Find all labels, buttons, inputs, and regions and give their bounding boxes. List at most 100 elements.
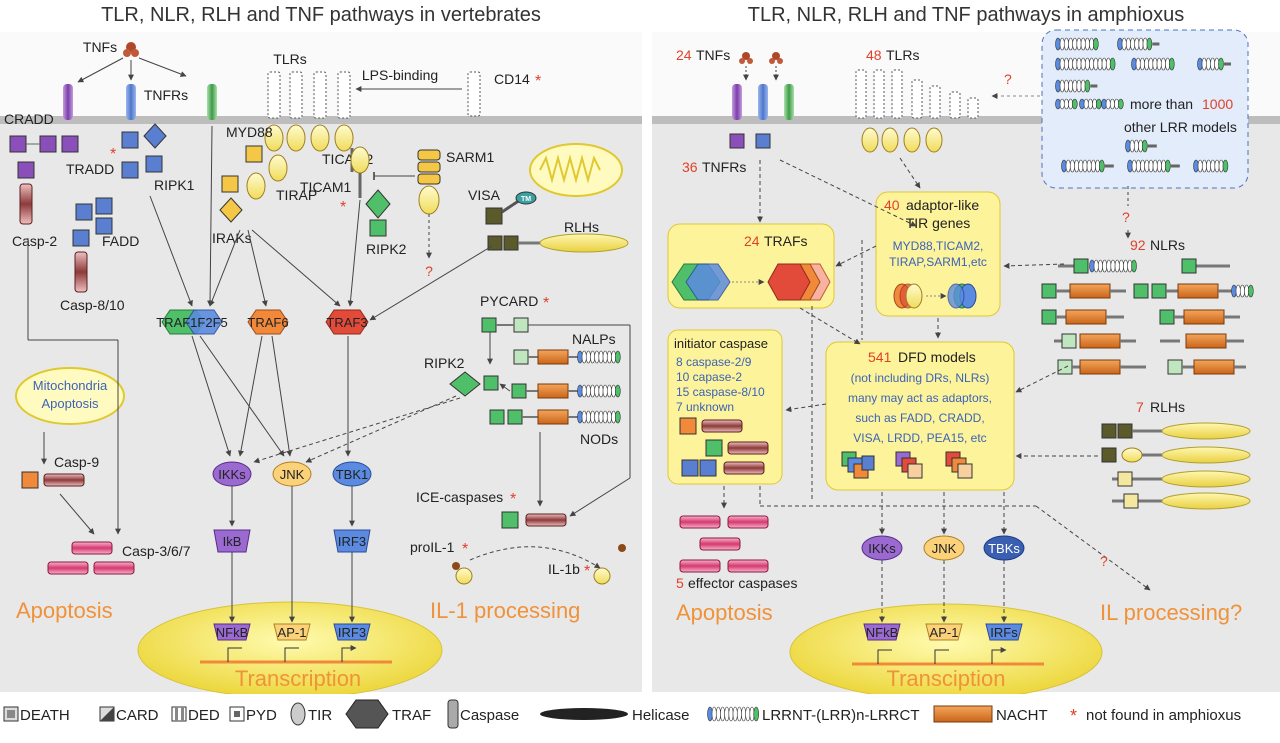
ice-caspases-label: ICE-caspases [416, 489, 503, 505]
r-tbks-node [983, 535, 1025, 561]
lrr-repeats-left [577, 350, 621, 424]
irf3-nuc-shape [333, 623, 371, 641]
nacht-domain [1065, 309, 1107, 325]
ic-line3: 15 caspase-8/10 [676, 385, 765, 399]
ikb-label: IkB [223, 534, 242, 549]
legend-traf-icon [345, 699, 389, 729]
casp9-shape [43, 473, 85, 487]
legend-nacht: NACHT [996, 707, 1048, 724]
ripk2-top-label: RIPK2 [366, 241, 407, 257]
adaptor-line4: TIRAP,SARM1,etc [889, 255, 987, 269]
lrr-repeat [1131, 57, 1175, 71]
casp367-shape [71, 541, 113, 555]
tnfr-purple [63, 84, 73, 120]
right-title: TLR, NLR, RLH and TNF pathways in amphio… [748, 4, 1184, 26]
mito-line2: Apoptosis [41, 396, 99, 411]
lrr-repeat [577, 410, 621, 424]
effector-caspases [679, 515, 769, 573]
r-traf-hexagons [671, 263, 831, 301]
r-ap1-label: AP-1 [930, 625, 959, 640]
legend-death: DEATH [20, 707, 70, 724]
r-ap1-shape [925, 623, 963, 641]
svg-text:40: 40 [884, 197, 900, 213]
r-rlhs-count: 7 [1136, 399, 1144, 415]
dfd-line1: (not including DRs, NLRs) [851, 371, 990, 385]
nacht-domain [1079, 359, 1121, 375]
rlh-card1 [487, 235, 503, 251]
dfd-line3: such as FADD, CRADD, [855, 411, 984, 425]
legend-helicase-icon [540, 708, 628, 720]
right-membrane [652, 116, 1280, 124]
r-tnfr-purple [732, 84, 742, 120]
myd88-label: MYD88 [226, 124, 273, 140]
lrr-repeat [577, 384, 621, 398]
rlh-helicase [539, 233, 629, 253]
traf6-label: TRAF6 [247, 315, 288, 330]
ic-line4: 7 unknown [676, 400, 734, 414]
tlr-receptors [264, 71, 354, 152]
nlrs-count: 92 [1130, 237, 1146, 253]
r-rlh-domains [1101, 422, 1251, 510]
svg-text:*: * [462, 541, 468, 558]
effector-label: effector caspases [688, 575, 797, 591]
r-tbks-label: TBKs [988, 541, 1020, 556]
proil1-circle [455, 567, 473, 585]
lrr-repeat [1101, 98, 1124, 110]
ap1-shape [273, 623, 311, 641]
right-dashed-arrows [721, 157, 1151, 623]
ripk1-diamond [143, 123, 167, 149]
sarm1-shape [417, 149, 441, 161]
adaptor-tir-icons [893, 283, 977, 309]
tnfrs-label: TNFRs [144, 87, 188, 103]
lrr-repeat [1055, 79, 1098, 93]
lrr-repeat [1055, 98, 1078, 110]
nlr-domain [1073, 258, 1089, 274]
svg-text:TM: TM [521, 196, 531, 203]
r-tnfr-green [784, 84, 794, 120]
casp9-label: Casp-9 [54, 454, 99, 470]
cradd-label: CRADD [4, 111, 54, 127]
dfd-icons [841, 451, 973, 479]
left-transcription-arrows [227, 648, 356, 662]
nods-label: NODs [580, 431, 618, 447]
left-arrows-kinase [191, 335, 461, 464]
nlr-domain [1041, 283, 1057, 299]
legend-tir: TIR [308, 707, 332, 724]
nacht-domain [1069, 283, 1111, 299]
lps-binding-label: LPS-binding [362, 67, 438, 83]
nacht-domain [1193, 359, 1235, 375]
adaptor-line2: TIR genes [906, 215, 971, 231]
nlr-domain [1151, 283, 1167, 299]
proil1-label: proIL-1 [410, 539, 455, 555]
nlr-domain [1133, 283, 1149, 299]
nlr-domain [1159, 309, 1175, 325]
right-transcription: Transciption [886, 666, 1005, 691]
nacht-domain [1185, 333, 1227, 349]
tnfr-green [207, 84, 217, 120]
legend-pyd: PYD [246, 707, 277, 724]
lrr-repeat [707, 706, 760, 722]
legend-star: * [1070, 706, 1077, 726]
r-nfkb-label: NFkB [866, 625, 899, 640]
r-trafs-count: 24 [744, 233, 760, 249]
lrr-count: 1000 [1202, 96, 1233, 112]
traf1f2f5-label: TRAF1F2F5 [156, 315, 228, 330]
fadd-ded [75, 203, 93, 221]
svg-text:*: * [584, 563, 590, 580]
other-lrr-label: other LRR models [1124, 119, 1237, 135]
tradd-label: TRADD [66, 161, 114, 177]
jnk-label: JNK [280, 467, 305, 482]
more-than-label: more than [1130, 96, 1193, 112]
il1b-label: IL-1b [548, 561, 580, 577]
ap1-label: AP-1 [278, 625, 307, 640]
left-membrane [0, 116, 642, 124]
legend-bar [0, 694, 1280, 738]
casp9-card [21, 471, 39, 489]
nalps-label: NALPs [572, 331, 616, 347]
lrr-repeat [1231, 284, 1254, 298]
dfd-box [825, 341, 1015, 491]
r-jnk-node [923, 535, 965, 561]
legend-traf: TRAF [392, 707, 431, 724]
